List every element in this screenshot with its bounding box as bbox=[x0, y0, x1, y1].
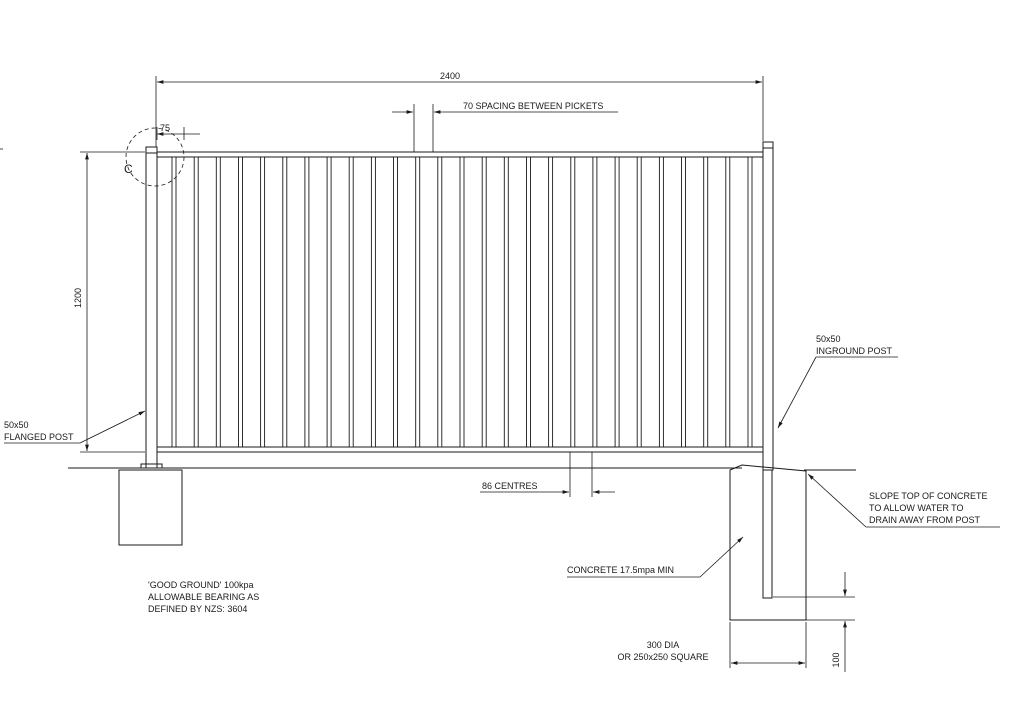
picket bbox=[681, 156, 686, 448]
dim-width-label: 2400 bbox=[440, 71, 460, 81]
ground-note-line-3: DEFINED BY NZS: 3604 bbox=[148, 604, 247, 614]
right-post bbox=[762, 141, 774, 471]
detail-c-marker: C bbox=[124, 127, 185, 187]
concrete-label: CONCRETE 17.5mpa MIN bbox=[567, 565, 674, 575]
picket bbox=[548, 156, 554, 448]
dim-footing-width: 300 DIA OR 250x250 SQUARE bbox=[617, 622, 807, 668]
dim-footing-depth-label: 100 bbox=[831, 652, 841, 667]
picket bbox=[171, 156, 177, 448]
dim-top-detail-label: 75 bbox=[160, 123, 170, 133]
picket bbox=[592, 156, 598, 448]
picket bbox=[503, 156, 509, 448]
callout-flanged-post: 50x50 FLANGED POST bbox=[4, 410, 146, 444]
ground-note-line-1: 'GOOD GROUND' 100kpa bbox=[148, 580, 253, 590]
dim-width: 2400 bbox=[155, 71, 764, 147]
picket bbox=[636, 156, 642, 448]
picket bbox=[526, 156, 531, 448]
picket bbox=[747, 156, 753, 448]
picket bbox=[238, 156, 243, 448]
dim-footing-depth: 100 bbox=[773, 572, 855, 672]
picket bbox=[481, 156, 487, 448]
dim-centres-label: 86 CENTRES bbox=[482, 481, 538, 491]
footing-size-line-1: 300 DIA bbox=[647, 640, 680, 650]
picket bbox=[614, 156, 620, 448]
flanged-post-line-2: FLANGED POST bbox=[4, 432, 74, 442]
picket bbox=[260, 156, 266, 448]
picket bbox=[658, 156, 664, 448]
callout-concrete: CONCRETE 17.5mpa MIN bbox=[567, 536, 744, 578]
picket bbox=[437, 156, 443, 448]
picket bbox=[215, 156, 221, 448]
picket bbox=[725, 156, 731, 448]
dim-centres: 86 CENTRES bbox=[480, 452, 615, 497]
picket bbox=[348, 156, 354, 448]
picket bbox=[415, 156, 421, 448]
picket bbox=[703, 156, 709, 448]
slope-line-2: TO ALLOW WATER TO bbox=[869, 503, 964, 513]
detail-c-label: C bbox=[124, 162, 133, 176]
dim-spacing: 70 SPACING BETWEEN PICKETS bbox=[392, 101, 618, 152]
dim-height: 1200 bbox=[73, 151, 145, 453]
picket bbox=[370, 156, 376, 448]
inground-post-line-2: INGROUND POST bbox=[816, 346, 893, 356]
picket bbox=[326, 156, 332, 448]
ground-note: 'GOOD GROUND' 100kpa ALLOWABLE BEARING A… bbox=[148, 580, 259, 614]
pickets bbox=[171, 156, 753, 448]
dim-height-label: 1200 bbox=[73, 288, 83, 308]
callout-inground-post: 50x50 INGROUND POST bbox=[777, 334, 898, 429]
picket bbox=[282, 156, 288, 448]
ground-line bbox=[68, 467, 856, 471]
picket bbox=[304, 156, 310, 448]
picket bbox=[393, 156, 398, 448]
flanged-post-line-1: 50x50 bbox=[4, 420, 29, 430]
footing-size-line-2: OR 250x250 SQUARE bbox=[617, 652, 708, 662]
slope-line-3: DRAIN AWAY FROM POST bbox=[869, 515, 981, 525]
dim-top-detail: 75 bbox=[156, 123, 200, 140]
bottom-rail bbox=[156, 446, 764, 453]
left-post bbox=[140, 146, 163, 469]
left-footing bbox=[118, 469, 183, 546]
slope-line-1: SLOPE TOP OF CONCRETE bbox=[869, 491, 988, 501]
inground-post-line-1: 50x50 bbox=[816, 334, 841, 344]
top-rail bbox=[156, 151, 764, 158]
picket bbox=[570, 156, 576, 448]
picket bbox=[459, 156, 465, 448]
picket bbox=[193, 156, 199, 448]
dim-spacing-label: 70 SPACING BETWEEN PICKETS bbox=[463, 101, 603, 111]
ground-note-line-2: ALLOWABLE BEARING AS bbox=[148, 592, 259, 602]
callout-slope: SLOPE TOP OF CONCRETE TO ALLOW WATER TO … bbox=[807, 473, 1000, 528]
